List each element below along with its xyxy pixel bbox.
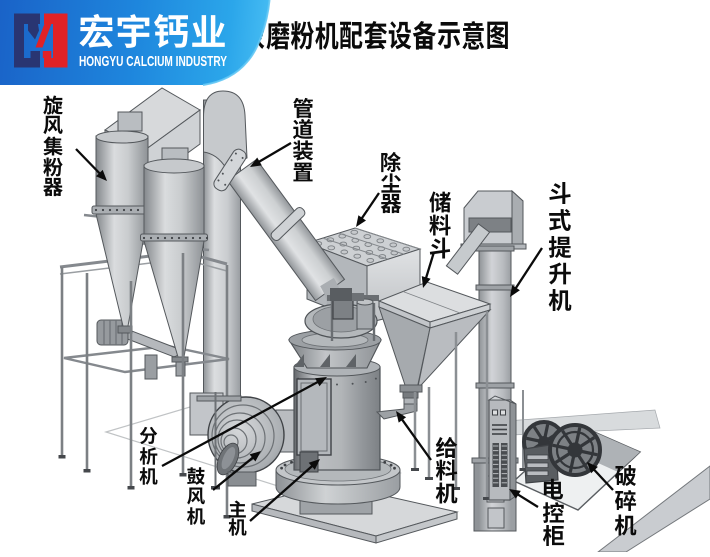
svg-text:HONGYU CALCIUM INDUSTRY: HONGYU CALCIUM INDUSTRY (79, 53, 227, 70)
